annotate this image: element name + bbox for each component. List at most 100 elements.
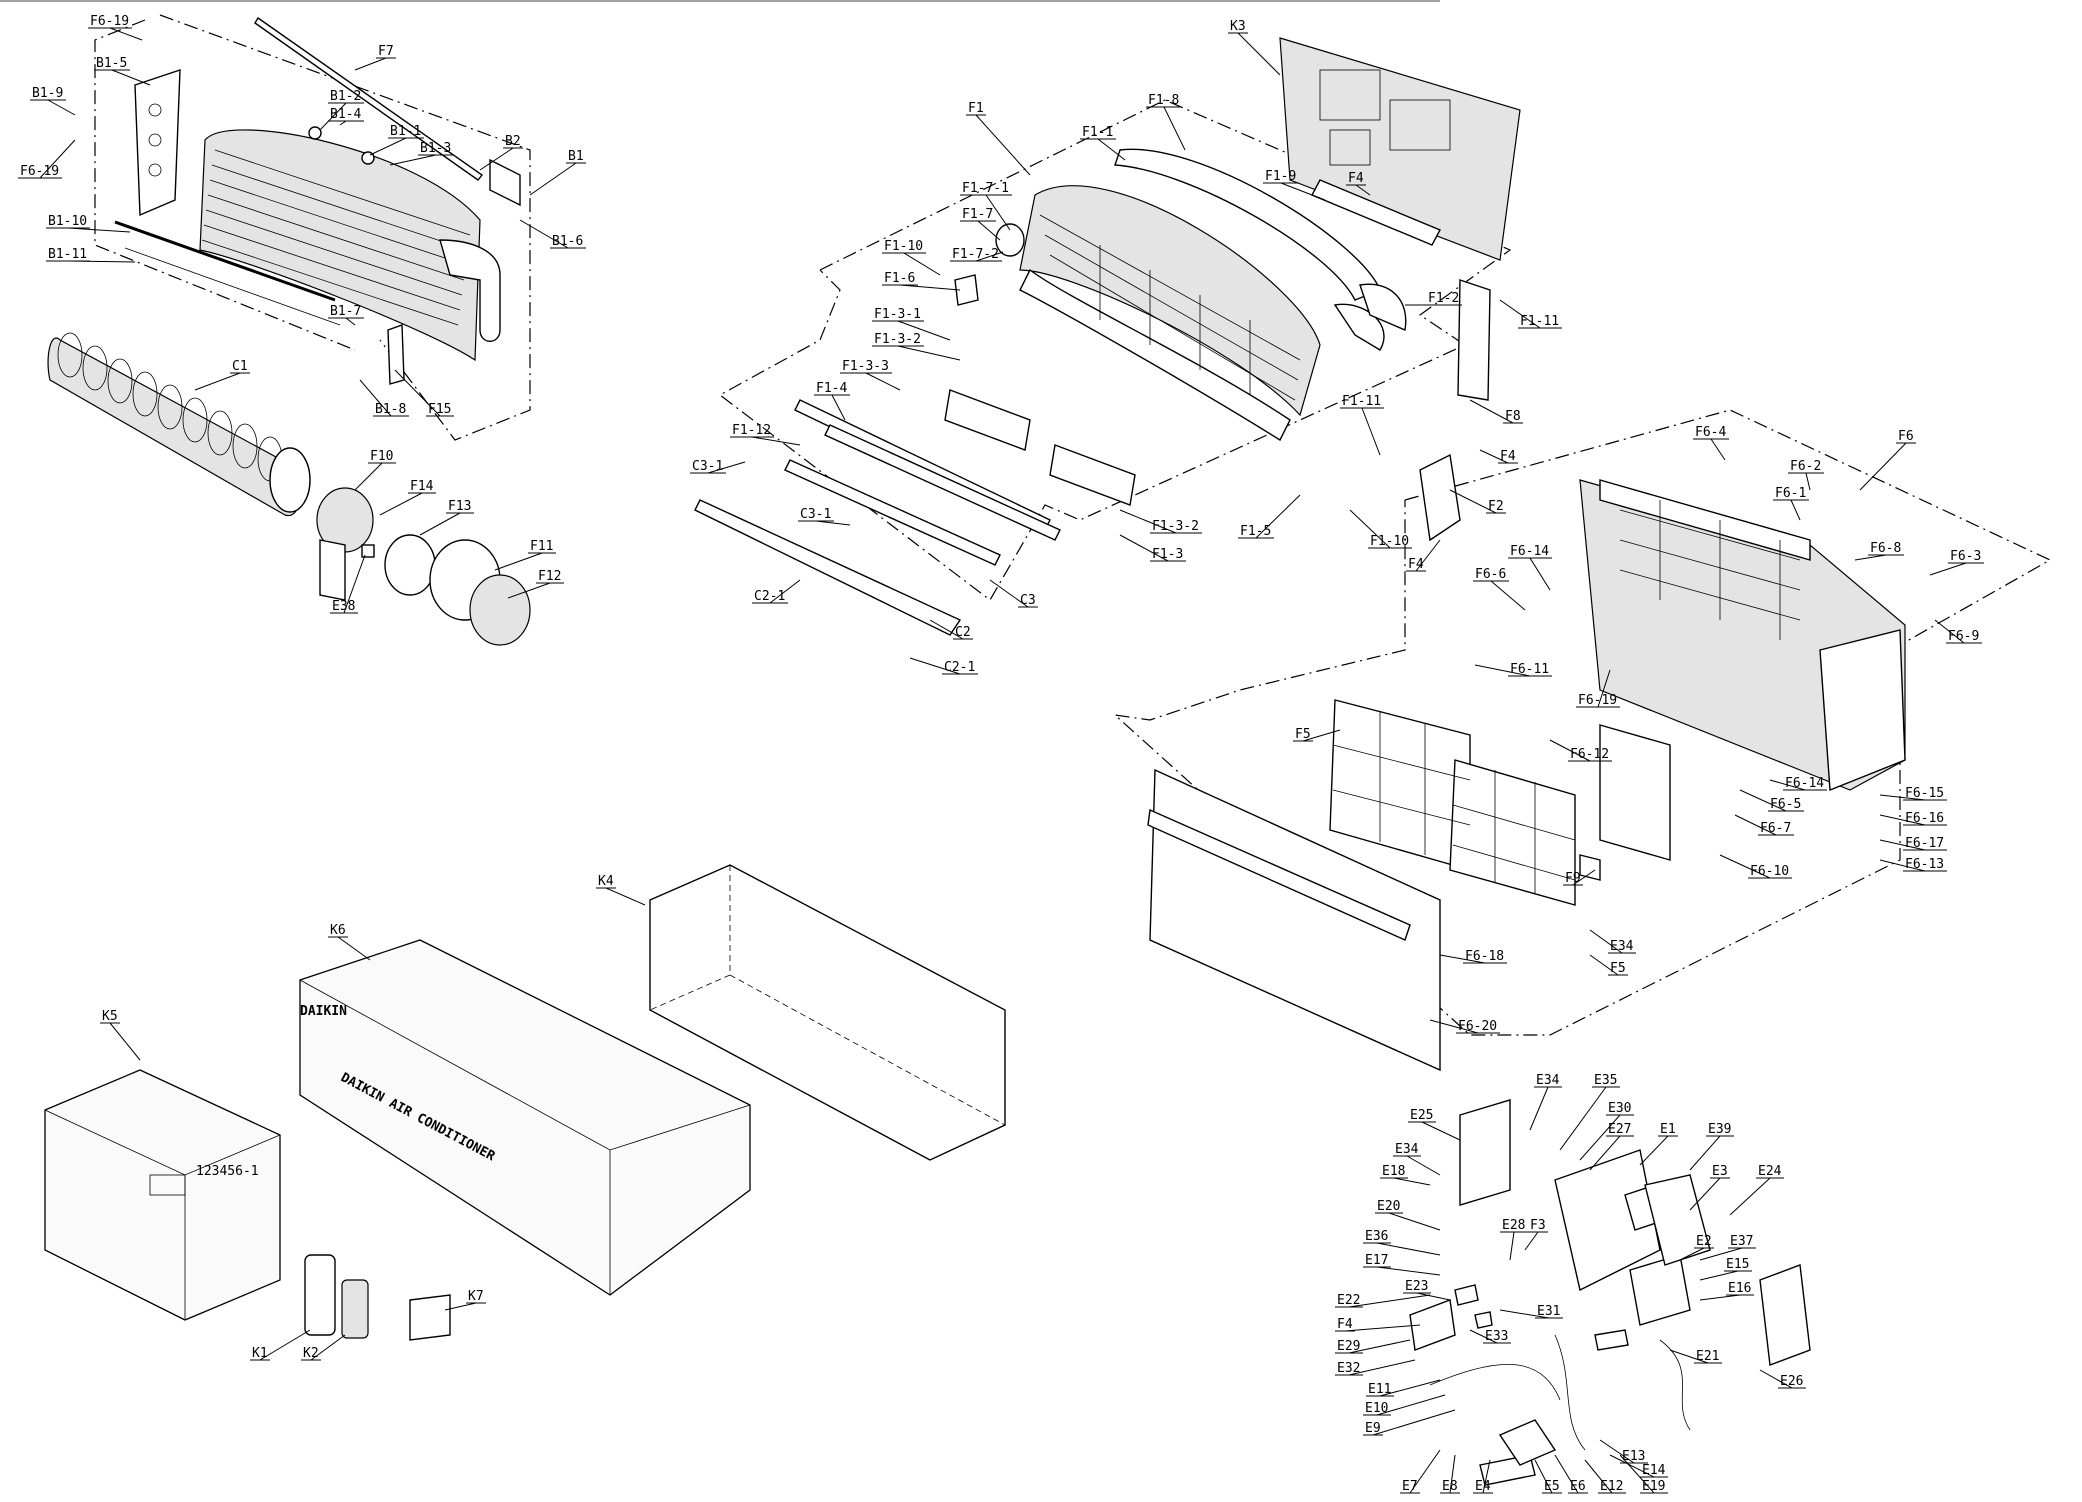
callout-e30: E30 xyxy=(1579,1101,1634,1161)
air-filters xyxy=(1329,699,1576,906)
leader-line xyxy=(194,372,241,391)
leader-line xyxy=(1805,472,1811,491)
leader-line xyxy=(310,1334,346,1361)
leader-line xyxy=(1474,664,1531,677)
callout-f1-12: F1-12 xyxy=(730,423,801,446)
part-label: E28 xyxy=(1502,1218,1525,1233)
part-label: E3 xyxy=(1712,1164,1728,1179)
leader-line xyxy=(1549,739,1591,762)
leader-line xyxy=(1699,1247,1743,1261)
callout-e14: E14 xyxy=(1609,1454,1668,1478)
part-label: E4 xyxy=(1475,1479,1491,1494)
group-outline-f6 xyxy=(1113,409,2052,1036)
callout-b1-3: B1-3 xyxy=(389,141,454,166)
part-label: B1-10 xyxy=(48,214,87,229)
rear-panel-assembly xyxy=(1279,37,1521,542)
part-label: B1-5 xyxy=(96,56,127,71)
part-label: F5 xyxy=(1295,727,1311,742)
callout-e21: E21 xyxy=(1669,1349,1722,1364)
part-label: E18 xyxy=(1382,1164,1405,1179)
part-label: F4 xyxy=(1348,171,1364,186)
part-label: K5 xyxy=(102,1009,118,1024)
callout-k1: K1 xyxy=(250,1329,311,1361)
callout-f6-19-c: F6-19 xyxy=(1576,669,1620,708)
callout-b2: B2 xyxy=(479,134,523,171)
part-label: C2-1 xyxy=(754,589,785,604)
callout-f1-11-a: F1-11 xyxy=(1340,394,1384,456)
leader-line xyxy=(1349,509,1391,549)
part-label: F6-17 xyxy=(1905,836,1944,851)
part-label: F1-6 xyxy=(884,271,915,286)
part-label: F8 xyxy=(1505,409,1521,424)
part-label: F1 xyxy=(968,101,984,116)
callout-f4-d: F4 xyxy=(1335,1317,1421,1332)
callout-f1-1: F1-1 xyxy=(1080,125,1126,161)
part-label: E26 xyxy=(1780,1374,1803,1389)
callout-e17: E17 xyxy=(1363,1253,1441,1276)
part-label: F1-9 xyxy=(1265,169,1296,184)
leader-line xyxy=(1879,794,1926,801)
leader-line xyxy=(1589,954,1619,976)
part-label: E30 xyxy=(1608,1101,1631,1116)
callout-e18: E18 xyxy=(1380,1164,1431,1186)
part-label: E25 xyxy=(1410,1108,1433,1123)
part-label: F2 xyxy=(1488,499,1504,514)
part-label: F6 xyxy=(1898,429,1914,444)
leader-line xyxy=(1280,182,1326,201)
leader-line xyxy=(1579,1114,1621,1161)
callout-f14: F14 xyxy=(379,479,436,516)
leader-line xyxy=(1406,1155,1441,1176)
part-label: F6-5 xyxy=(1770,797,1801,812)
callout-e39: E39 xyxy=(1689,1122,1734,1171)
callout-f1-2: F1-2 xyxy=(1405,291,1462,306)
callout-c3-1-a: C3-1 xyxy=(690,459,746,474)
leader-line xyxy=(1409,1449,1441,1494)
leader-line xyxy=(343,554,366,614)
leader-line xyxy=(1739,789,1787,812)
part-label: K1 xyxy=(252,1346,268,1361)
part-label: F6-14 xyxy=(1510,544,1549,559)
part-label: F6-8 xyxy=(1870,541,1901,556)
leader-line xyxy=(1421,1121,1461,1141)
part-label: F1-5 xyxy=(1240,524,1271,539)
callout-e28: E28 xyxy=(1500,1218,1528,1261)
leader-line xyxy=(1449,489,1497,514)
part-label: E34 xyxy=(1536,1073,1560,1088)
part-label: E6 xyxy=(1570,1479,1586,1494)
part-label: B1-2 xyxy=(330,89,361,104)
leader-line xyxy=(1255,494,1301,539)
leader-line xyxy=(111,69,151,86)
cushion-display-text: 123456-1 xyxy=(196,1164,259,1179)
leader-line xyxy=(975,114,1031,176)
callout-e15: E15 xyxy=(1699,1257,1752,1281)
part-label: F6-18 xyxy=(1465,949,1504,964)
part-label: E35 xyxy=(1594,1073,1617,1088)
part-label: B1-4 xyxy=(330,107,361,122)
leader-line xyxy=(1879,814,1926,826)
leader-line xyxy=(751,436,801,446)
part-label: F9 xyxy=(1565,871,1581,886)
callout-k7: K7 xyxy=(444,1289,486,1311)
callout-f6-20: F6-20 xyxy=(1429,1019,1500,1034)
callout-f2: F2 xyxy=(1449,489,1506,514)
leader-line xyxy=(1769,779,1806,791)
callout-e29: E29 xyxy=(1335,1339,1411,1354)
leader-line xyxy=(1393,1177,1431,1186)
part-label: E12 xyxy=(1600,1479,1623,1494)
leader-line xyxy=(1449,1454,1456,1494)
part-label: F1-3-2 xyxy=(1152,519,1199,534)
callout-f6-19-b: F6-19 xyxy=(18,139,76,179)
leader-line xyxy=(1699,1270,1739,1281)
part-label: F13 xyxy=(448,499,471,514)
callout-f1-5: F1-5 xyxy=(1238,494,1301,539)
leader-line xyxy=(394,369,441,417)
callout-b1-6: B1-6 xyxy=(519,219,586,249)
part-label: F1-11 xyxy=(1520,314,1559,329)
callout-f6-9: F6-9 xyxy=(1934,619,1982,644)
part-label: F1-10 xyxy=(1370,534,1409,549)
callout-e33: E33 xyxy=(1469,1329,1511,1344)
leader-line xyxy=(109,27,143,41)
callout-c1: C1 xyxy=(194,359,250,391)
callout-f6-7: F6-7 xyxy=(1734,814,1794,836)
part-label: F6-14 xyxy=(1785,776,1824,791)
